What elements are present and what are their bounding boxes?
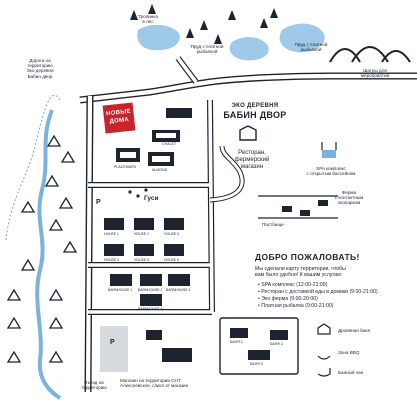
service-text: Ресторан с доставкой еды в домики (9:00-… (261, 289, 378, 295)
legend-label: Банный чан (338, 370, 364, 375)
service-item: • SPA комплекс (12:00-21:00) (258, 282, 328, 288)
welcome-text: Мы сделали карту территории, чтобы вам б… (255, 266, 346, 278)
house-label: BARNHOUSE 1 (108, 288, 133, 292)
parking-sign-1: P (96, 199, 101, 206)
legend-icons (317, 323, 331, 377)
label-pier-left: Пруд с платной рыбалкой (190, 44, 224, 55)
river (35, 109, 62, 400)
houses-block2 (104, 218, 184, 256)
label-spa: SPA комплекс с открытым бассейном (306, 166, 356, 177)
parking-sign-2: P (110, 339, 115, 346)
welcome-title: ДОБРО ПОЖАЛОВАТЬ! (255, 252, 360, 262)
legend-label: Зона BBQ (338, 350, 360, 355)
bath-houses (219, 317, 299, 375)
lake-middle (229, 37, 269, 61)
service-item: • Эко ферма (9:00-20:00) (258, 296, 318, 302)
lake-right (279, 23, 325, 53)
service-text: SPA комплекс (12:00-21:00) (261, 282, 328, 288)
new-houses-badge: НОВЫЕ ДОМА (102, 102, 136, 134)
label-shop: Магазин на территории СНТ Алексеевское, … (120, 378, 189, 389)
label-forest-path: Тропинка в лес (138, 14, 158, 25)
house-label: HOUSE 5 (134, 258, 149, 262)
spa-pool (322, 150, 336, 158)
label-farm: Ферма с контактным зоопарком (334, 190, 364, 206)
label-pier-right: Пруд с платной рыбалкой (294, 42, 328, 53)
house-label: BARNHOUSE 4 (138, 307, 163, 311)
lake-left (137, 24, 180, 51)
house-label: BARNHOUSE 2 (138, 288, 163, 292)
tents-icon (329, 46, 411, 63)
house-label: HOUSE 3 (164, 232, 179, 236)
service-text: Эко ферма (9:00-20:00) (261, 296, 318, 302)
house-label: PLACEMARK (114, 165, 137, 169)
house-label: HOUSE 4 (104, 258, 119, 262)
label-exit: Въезд на территорию (81, 380, 107, 391)
bath-label: БАНЯ 2 (270, 342, 283, 346)
label-tents: Шатры для мероприятий (360, 68, 390, 79)
cow-icons (282, 200, 328, 216)
house-label: BARNHOUSE 3 (166, 288, 191, 292)
restaurant-icon (239, 125, 257, 141)
legend-label: Дровяная баня (338, 328, 371, 333)
house-label: ALMOND (152, 168, 168, 172)
bath-label: БАНЯ 1 (230, 340, 243, 344)
eco-title: ЭКО ДЕРЕВНЯ БАБИН ДВОР (222, 103, 288, 120)
badge-text: НОВЫЕ ДОМА (105, 108, 132, 125)
bath-label: БАНЯ 3 (250, 362, 263, 366)
eco-title-small: ЭКО ДЕРЕВНЯ (231, 103, 279, 109)
house-label: CHALET (162, 142, 177, 146)
house-label: HOUSE 2 (134, 232, 149, 236)
trees-top (130, 4, 278, 44)
eco-title-big: БАБИН ДВОР (223, 110, 287, 120)
label-restaurant: Ресторан, фермерский магазин (234, 150, 270, 170)
label-road: Дорога на территорию Эко деревни Бабин д… (26, 58, 54, 79)
houses-block3 (110, 274, 190, 306)
a-frame-cabins (6, 134, 78, 363)
service-item: • Ресторан с доставкой еды в домики (9:0… (258, 289, 378, 295)
fences (258, 195, 338, 219)
trail-left (5, 95, 61, 241)
service-item: • Платная рыбалка (9:00-21:00) (258, 303, 334, 309)
geese-icons (128, 188, 148, 198)
parking-lot (100, 326, 128, 372)
label-pasture: Пастбище (262, 222, 284, 227)
label-geese: Гуси (144, 195, 159, 202)
house-label: HOUSE 1 (104, 232, 119, 236)
house-label: HOUSE 6 (164, 258, 179, 262)
service-text: Платная рыбалка (9:00-21:00) (261, 303, 334, 309)
